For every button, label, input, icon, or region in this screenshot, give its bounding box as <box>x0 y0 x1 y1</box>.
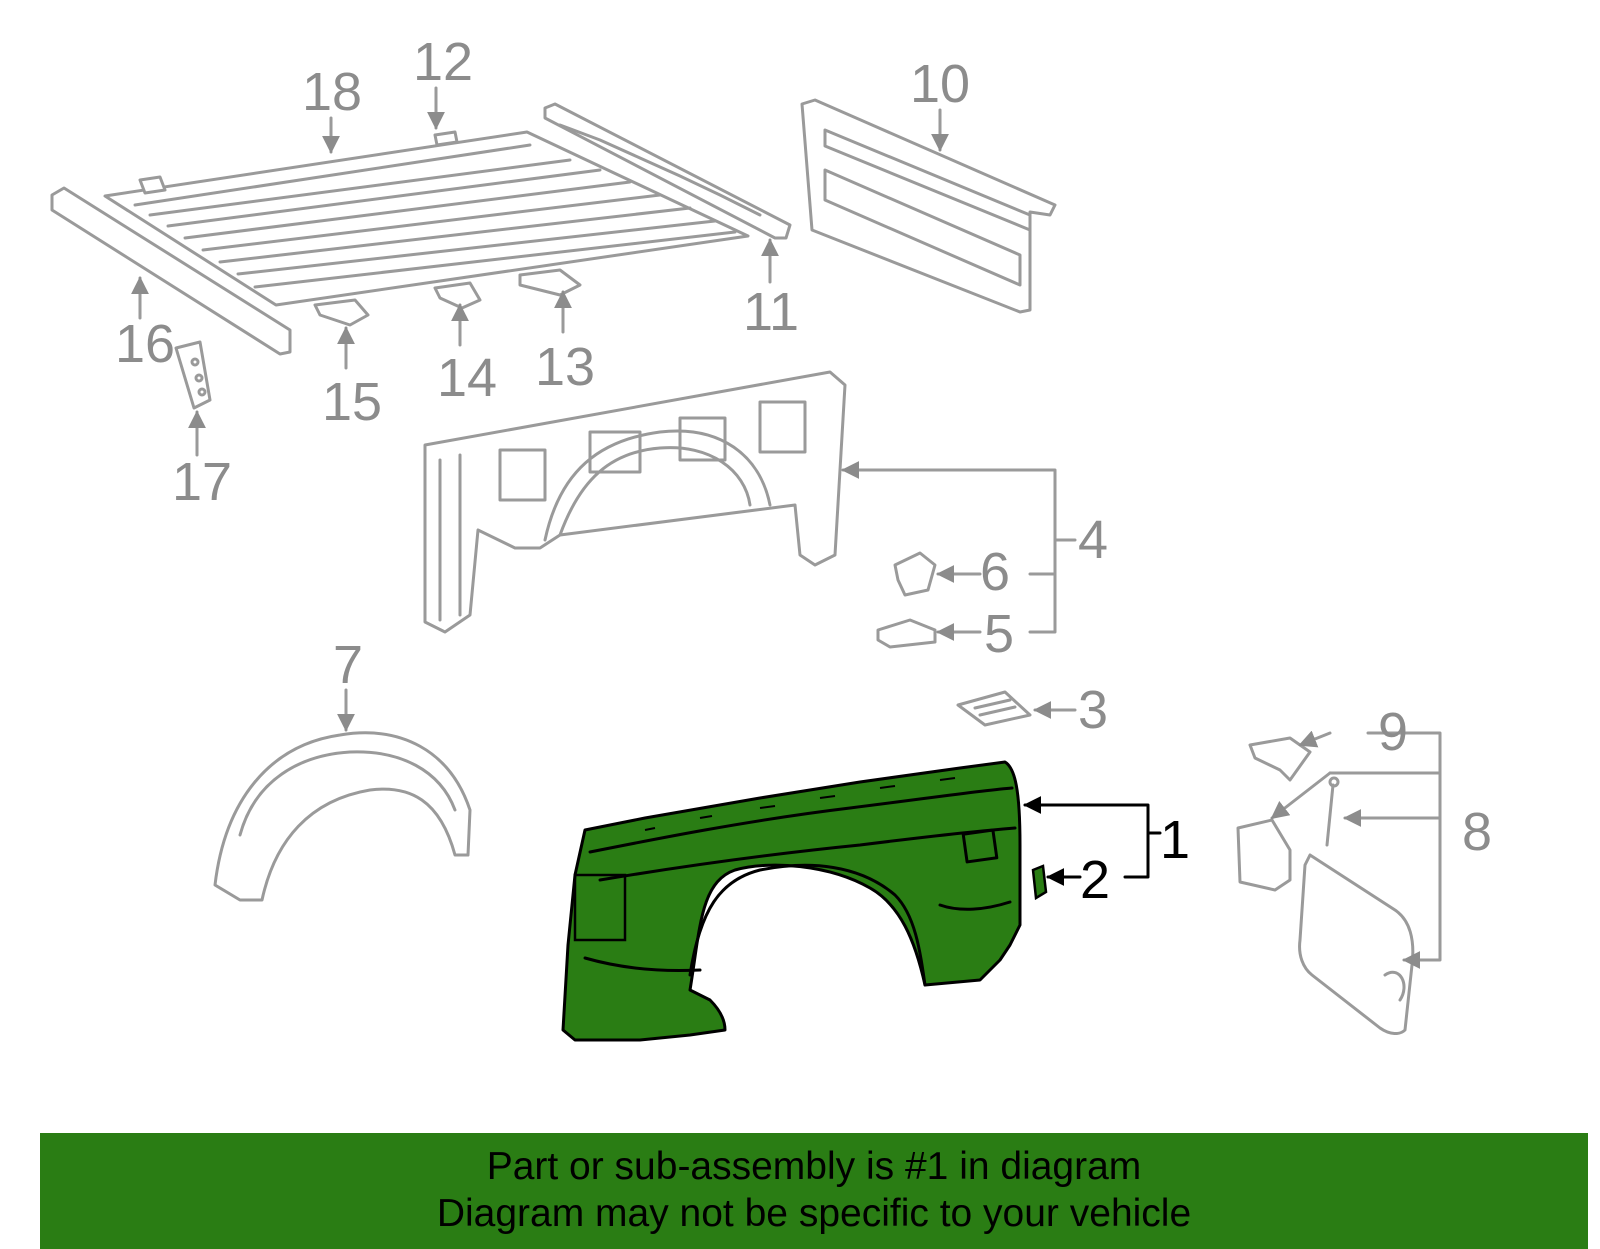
part-2-clip <box>1031 864 1048 901</box>
callout-4: 4 <box>1078 510 1108 570</box>
fuel-door-part-8 <box>1236 776 1415 1035</box>
inner-side-panel-part <box>423 370 847 634</box>
callout-3: 3 <box>1078 680 1108 740</box>
bracket-part-6 <box>893 551 937 597</box>
callout-15: 15 <box>322 372 382 432</box>
callout-10: 10 <box>910 54 970 114</box>
wheelhouse-part <box>213 731 472 902</box>
callout-12: 12 <box>413 32 473 92</box>
front-panel-part <box>800 98 1057 314</box>
callout-7: 7 <box>333 635 363 695</box>
callout-14: 14 <box>437 348 497 408</box>
callout-2: 2 <box>1080 850 1110 910</box>
callout-11: 11 <box>743 282 799 342</box>
callout-labels: 1 2 3 4 5 6 7 8 9 10 11 12 13 14 15 16 1… <box>115 32 1492 910</box>
bed-floor-part <box>103 130 750 307</box>
callout-18: 18 <box>302 62 362 122</box>
callout-16: 16 <box>115 314 175 374</box>
banner-line-2: Diagram may not be specific to your vehi… <box>436 1192 1192 1235</box>
info-banner: Part or sub-assembly is #1 in diagram Di… <box>40 1133 1588 1249</box>
callout-1: 1 <box>1160 810 1190 870</box>
bracket-part-17 <box>174 340 212 410</box>
side-rail-part <box>50 186 292 356</box>
rail-part-11 <box>543 102 792 240</box>
banner-line-1: Part or sub-assembly is #1 in diagram <box>486 1145 1142 1188</box>
callout-8: 8 <box>1462 802 1492 862</box>
callout-9: 9 <box>1378 702 1408 762</box>
callout-6: 6 <box>980 542 1010 602</box>
bedside-part-1-highlighted <box>561 760 1022 1042</box>
pad-part-3 <box>956 690 1032 727</box>
callout-17: 17 <box>172 452 232 512</box>
callout-5: 5 <box>984 604 1014 664</box>
bracket-part-5 <box>876 618 937 649</box>
crossmember-part-13 <box>518 268 582 297</box>
crossmember-part-15 <box>313 298 370 327</box>
callout-13: 13 <box>535 337 595 397</box>
leader-lines <box>131 86 1442 969</box>
crossmember-part-14 <box>433 281 482 310</box>
bracket-part-9 <box>1248 736 1312 782</box>
